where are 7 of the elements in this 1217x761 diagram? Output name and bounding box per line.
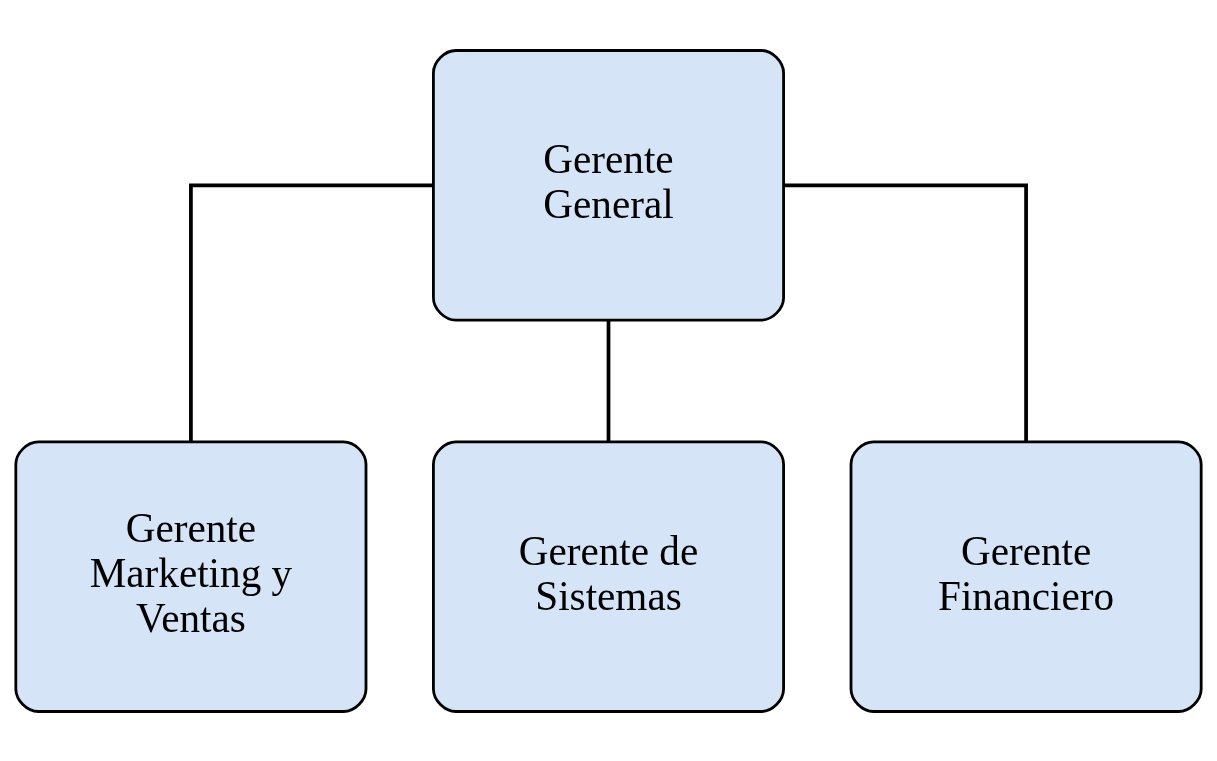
connector [606, 320, 611, 441]
node-box: Gerente Marketing y Ventas [14, 439, 368, 713]
connector [783, 182, 1028, 441]
connector [189, 182, 434, 441]
node-box: Gerente Financiero [849, 439, 1203, 713]
node-box: Gerente General [432, 48, 785, 322]
node-box: Gerente de Sistemas [432, 439, 785, 713]
